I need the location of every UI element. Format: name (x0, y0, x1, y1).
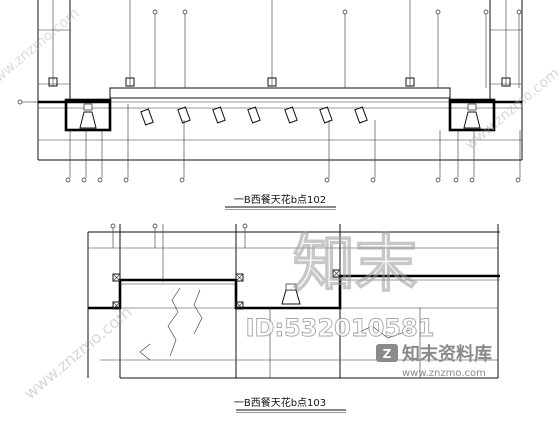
section-103-drawing (87, 223, 500, 379)
section-102-title: 一B西餐天花b点102 (225, 193, 336, 210)
callouts-section-103 (110, 223, 421, 378)
watermark-logo: Z (376, 344, 398, 362)
downlight-row (140, 106, 368, 126)
watermark-brand-big: 知末 (293, 227, 417, 300)
svg-text:Z: Z (383, 347, 392, 361)
watermark-url: www.znzmo.com (402, 368, 486, 379)
section-103-title: 一B西餐天花b点103 (234, 396, 346, 413)
section-102-title-text: 一B西餐天花b点102 (234, 193, 326, 206)
callouts-bottom (65, 104, 521, 183)
callouts-top (17, 9, 522, 105)
watermark-diagonal-bottom-left: www.znzmo.com (20, 302, 135, 403)
watermark-brand-site: 知末资料库 (402, 343, 492, 365)
support-blocks (112, 269, 341, 310)
section-102-drawing (17, 0, 523, 183)
watermark-id: ID:532010581 (246, 314, 435, 342)
section-103-title-text: 一B西餐天花b点103 (234, 396, 326, 409)
